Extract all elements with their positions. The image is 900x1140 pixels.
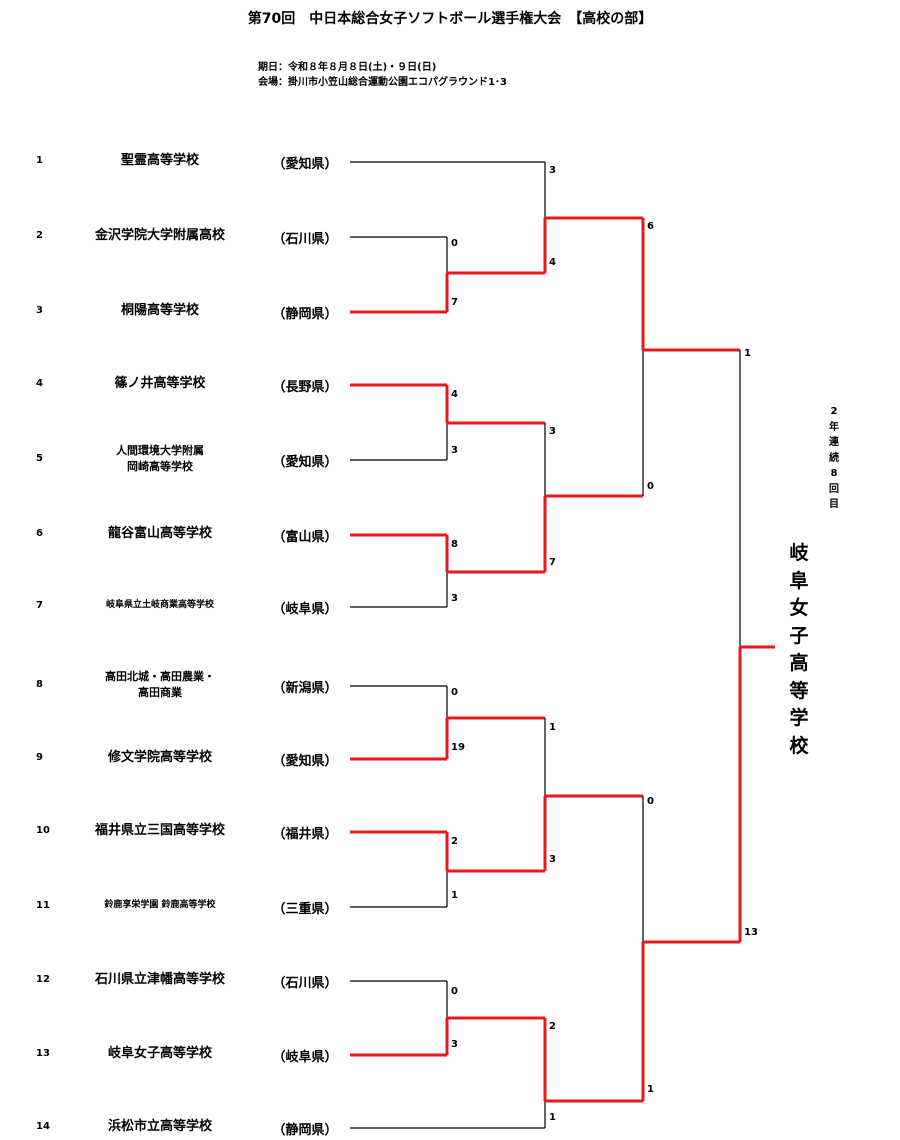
- team-name: 金沢学院大学附属高校: [94, 228, 225, 243]
- score-label: 1: [744, 348, 751, 359]
- team-prefecture: （石川県）: [272, 232, 338, 247]
- team-name: 桐陽高等学校: [120, 303, 199, 318]
- team-name: 高田北城・高田農業・ 高田商業: [105, 670, 215, 699]
- score-label: 8: [451, 539, 458, 550]
- score-label: 2: [451, 836, 458, 847]
- score-label: 7: [549, 557, 556, 568]
- team-prefecture: （新潟県）: [272, 681, 338, 696]
- team-prefecture: （愛知県）: [272, 157, 338, 172]
- team-number: 4: [36, 378, 43, 389]
- team-name: 修文学院高等学校: [107, 750, 212, 765]
- streak-char: 年: [829, 421, 839, 433]
- team-name: 鈴鹿享栄学園 鈴鹿高等学校: [104, 900, 216, 910]
- team-prefecture: （石川県）: [272, 976, 338, 991]
- score-label: 1: [549, 1112, 556, 1123]
- team-prefecture: （静岡県）: [272, 307, 338, 322]
- streak-char: 8: [830, 468, 838, 479]
- tournament-venue: 会場：掛川市小笠山総合運動公園エコパグラウンド1･3: [258, 77, 507, 88]
- team-number: 3: [36, 305, 43, 316]
- champion-char: 岐: [789, 542, 809, 564]
- team-number: 10: [36, 825, 50, 836]
- team-number: 2: [36, 230, 43, 241]
- champion-char: 子: [789, 624, 809, 647]
- team-prefecture: （静岡県）: [272, 1123, 338, 1138]
- team-name: 石川県立津幡高等学校: [94, 972, 225, 987]
- streak-char: 連: [829, 437, 839, 448]
- score-label: 3: [451, 593, 458, 604]
- team-number: 12: [36, 974, 50, 985]
- streak-char: 目: [829, 499, 839, 510]
- team-number: 11: [36, 900, 50, 911]
- score-label: 0: [647, 481, 654, 492]
- team-prefecture: （福井県）: [272, 827, 338, 842]
- team-number: 13: [36, 1048, 50, 1059]
- team-number: 5: [36, 453, 43, 464]
- team-prefecture: （愛知県）: [272, 455, 338, 470]
- score-label: 0: [647, 796, 654, 807]
- champion-char: 女: [789, 597, 809, 619]
- champion-char: 等: [789, 679, 809, 702]
- team-prefecture: （長野県）: [272, 380, 338, 395]
- team-name: 岐阜県立土岐商業高等学校: [105, 600, 214, 610]
- streak-char: 2: [830, 406, 838, 417]
- score-label: 3: [549, 854, 556, 865]
- tournament-date: 期日：令和８年８月８日(土)・９日(日): [258, 62, 437, 73]
- score-label: 19: [451, 742, 465, 753]
- team-prefecture: （愛知県）: [272, 754, 338, 769]
- team-number: 7: [36, 600, 43, 611]
- score-label: 3: [451, 1039, 458, 1050]
- champion-char: 学: [789, 707, 809, 729]
- team-name: 人間環境大学附属 岡崎高等学校: [116, 444, 204, 473]
- team-number: 14: [36, 1121, 50, 1132]
- team-number: 6: [36, 528, 43, 539]
- team-name: 龍谷富山高等学校: [107, 526, 212, 541]
- score-label: 0: [451, 687, 458, 698]
- score-label: 1: [549, 722, 556, 733]
- champion-char: 阜: [789, 569, 809, 592]
- streak-char: 続: [829, 452, 839, 464]
- score-label: 6: [647, 221, 654, 232]
- score-label: 1: [451, 890, 458, 901]
- score-label: 0: [451, 986, 458, 997]
- score-label: 2: [549, 1021, 556, 1032]
- score-label: 3: [549, 165, 556, 176]
- team-name: 聖霊高等学校: [120, 153, 199, 168]
- team-name: 篠ノ井高等学校: [114, 376, 206, 391]
- score-label: 4: [549, 257, 556, 268]
- score-label: 3: [451, 445, 458, 456]
- tournament-title: 第70回 中日本総合女子ソフトボール選手権大会 【高校の部】: [247, 11, 653, 27]
- score-label: 7: [451, 297, 458, 308]
- team-name: 岐阜女子高等学校: [107, 1046, 212, 1061]
- team-number: 8: [36, 679, 43, 690]
- team-name: 浜松市立高等学校: [107, 1119, 212, 1134]
- team-number: 9: [36, 752, 43, 763]
- champion-name: 岐阜女子高等学校: [784, 540, 814, 760]
- score-label: 13: [744, 927, 758, 938]
- team-number: 1: [36, 155, 43, 166]
- streak-char: 回: [829, 483, 839, 495]
- team-prefecture: （三重県）: [272, 902, 338, 917]
- team-prefecture: （岐阜県）: [272, 1050, 338, 1065]
- score-label: 0: [451, 238, 458, 249]
- score-label: 4: [451, 389, 458, 400]
- score-label: 3: [549, 426, 556, 437]
- champion-streak: 2 年連続 8 回目: [826, 404, 842, 513]
- team-prefecture: （富山県）: [272, 530, 338, 545]
- champion-char: 高: [789, 652, 809, 674]
- team-prefecture: （岐阜県）: [272, 602, 338, 617]
- champion-char: 校: [789, 734, 809, 757]
- team-name: 福井県立三国高等学校: [94, 823, 225, 838]
- score-label: 1: [647, 1084, 654, 1095]
